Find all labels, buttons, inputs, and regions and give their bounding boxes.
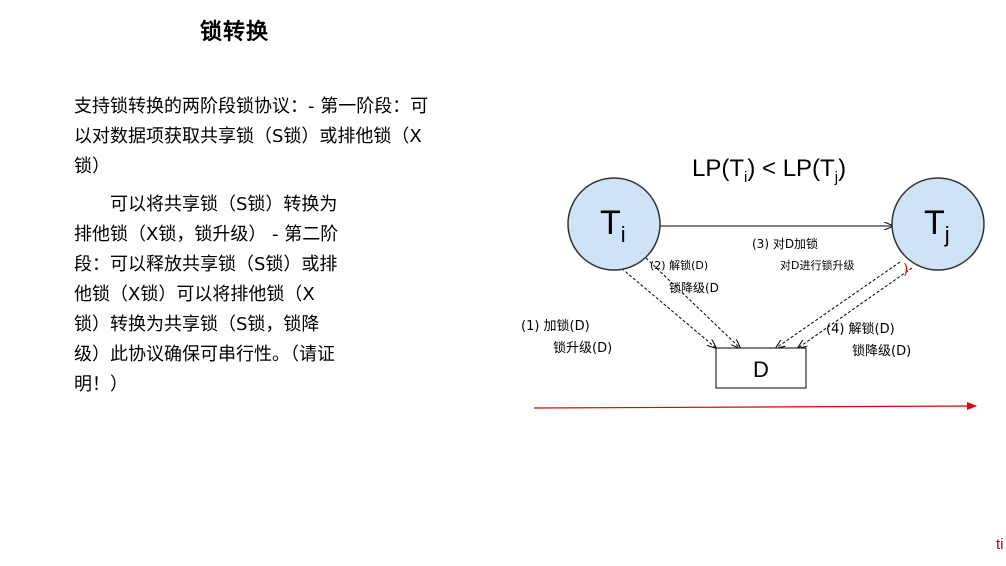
body-line-4: 可以将共享锁（S锁）转换为 <box>110 194 338 215</box>
slide-title: 锁转换 <box>200 20 270 45</box>
tj-to-d-arrow-1 <box>776 261 901 348</box>
label-1-upgrade: 锁升级(D) <box>553 340 612 356</box>
time-axis-arrow <box>533 402 977 411</box>
ti-node-label: Ti <box>600 204 626 247</box>
label-1-lock: (1) 加锁(D) <box>521 318 590 334</box>
d-node <box>715 347 807 389</box>
tj-node-label: Tj <box>924 204 950 247</box>
body-line-7: 他锁（X锁）可以将排他锁（X <box>74 284 315 305</box>
body-line-3: 锁） <box>74 156 110 177</box>
red-mark: ) <box>903 262 908 278</box>
label-4-downgrade: 锁降级(D) <box>852 343 911 359</box>
label-2-unlock: (2) 解锁(D) <box>650 258 708 272</box>
body-line-9: 级）此协议确保可串行性。（请证 <box>74 344 335 365</box>
tj-to-d-arrow-2 <box>798 267 913 348</box>
body-line-10: 明！） <box>74 374 128 395</box>
time-axis-label: ti <box>996 536 1004 553</box>
d-node-label: D <box>753 357 769 382</box>
ti-to-d-arrow-2 <box>645 257 740 348</box>
label-3-upgrade: 对D进行锁升级 <box>780 258 854 272</box>
body-line-2: 以对数据项获取共享锁（S锁）或排他锁（X <box>74 126 422 147</box>
label-3-lock: (3) 对D加锁 <box>752 236 818 251</box>
body-line-5: 排他锁（X锁，锁升级） - 第二阶 <box>74 224 339 245</box>
label-2-downgrade: 锁降级(D <box>669 280 719 295</box>
body-line-1: 支持锁转换的两阶段锁协议：- 第一阶段：可 <box>74 96 429 117</box>
label-4-unlock: (4) 解锁(D) <box>826 321 895 337</box>
lp-comparison-label: LP(Ti) < LP(Tj) <box>692 155 847 186</box>
ti-to-d-arrow-1 <box>613 261 716 348</box>
tj-node <box>891 177 985 271</box>
body-line-8: 锁）转换为共享锁（S锁，锁降 <box>74 314 320 335</box>
ti-node <box>567 177 661 271</box>
body-line-6: 段：可以释放共享锁（S锁）或排 <box>74 254 338 275</box>
